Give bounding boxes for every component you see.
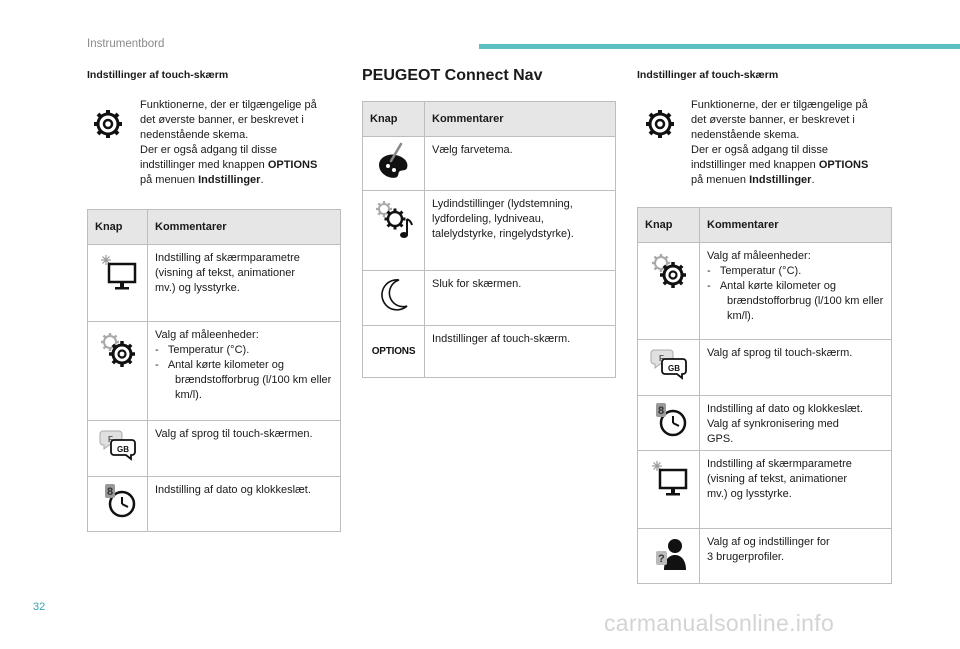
col-header-kommentarer: Kommentarer — [147, 209, 341, 245]
user-profile-icon: ? — [644, 539, 694, 581]
table-row: OPTIONS Indstillinger af touch-skærm. — [362, 325, 616, 378]
row-text: Indstilling af skærmparametre — [707, 458, 852, 470]
clock-icon: 8 — [93, 484, 143, 529]
intro-line: det øverste banner, er beskrevet i — [140, 114, 304, 126]
table-row: Valg af måleenheder: - Temperatur (°C). … — [87, 321, 341, 421]
language-icon: F GB — [93, 430, 143, 474]
table-row: Indstilling af skærmparametre (visning a… — [637, 450, 892, 529]
row-text: Indstilling af dato og klokkeslæt. — [707, 403, 863, 415]
table-row: F GB Valg af sprog til touch-skærm. — [637, 339, 892, 396]
intro-text: på menuen — [140, 174, 199, 186]
watermark: carmanualsonline.info — [604, 610, 835, 636]
intro-line: nedenstående skema. — [691, 129, 800, 141]
svg-text:F: F — [659, 354, 664, 363]
left-table: Knap Kommentarer Indstilling af skærmpar… — [87, 209, 341, 532]
right-table: Knap Kommentarer Valg af mål — [637, 207, 892, 584]
svg-text:F: F — [108, 435, 113, 444]
row-bullet: - Temperatur (°C). — [707, 265, 802, 277]
row-text: talelydstyrke, ringelydstyrke). — [432, 228, 574, 240]
intro-text: . — [811, 174, 815, 186]
screen-brightness-icon — [93, 255, 143, 304]
svg-text:GB: GB — [668, 364, 680, 373]
page-number: 32 — [33, 601, 46, 613]
svg-text:GB: GB — [117, 445, 129, 454]
table-row: Lydindstillinger (lydstemning, lydfordel… — [362, 190, 616, 271]
row-text: Valg af sprog til touch-skærm. — [707, 347, 853, 359]
row-text: Valg af og indstillinger for — [707, 536, 830, 548]
col-header-knap: Knap — [637, 207, 700, 243]
screen-brightness-icon — [644, 461, 694, 510]
clock-icon: 8 — [644, 403, 694, 448]
svg-text:8: 8 — [658, 405, 664, 417]
table-row: Indstilling af skærmparametre (visning a… — [87, 244, 341, 322]
row-text: mv.) og lysstyrke. — [155, 282, 240, 294]
row-text: 3 brugerprofiler. — [707, 551, 785, 563]
options-icon: OPTIONS — [371, 346, 416, 357]
left-heading: Indstillinger af touch-skærm — [87, 69, 229, 81]
row-text: Valg af måleenheder: — [155, 329, 259, 341]
audio-settings-icon — [369, 201, 419, 250]
row-text: Indstillinger af touch-skærm. — [432, 333, 571, 345]
intro-options-word: OPTIONS — [818, 159, 869, 171]
intro-options-word: OPTIONS — [267, 159, 318, 171]
intro-text: indstillinger med knappen — [691, 159, 819, 171]
table-row: Vælg farvetema. — [362, 136, 616, 191]
row-text: (visning af tekst, animationer — [707, 473, 848, 485]
row-text: Valg af synkronisering med — [707, 418, 839, 430]
table-row: 8 Indstilling af dato og klokkeslæt. Val… — [637, 395, 892, 451]
intro-text: på menuen — [691, 174, 750, 186]
intro-line: nedenstående skema. — [140, 129, 249, 141]
row-text: Sluk for skærmen. — [432, 278, 522, 290]
intro-text: indstillinger med knappen — [140, 159, 268, 171]
row-bullet: - Antal kørte kilometer og brændstofforb… — [707, 280, 884, 322]
header-accent-bar — [479, 44, 960, 49]
right-heading: Indstillinger af touch-skærm — [637, 69, 779, 81]
gear-icon — [90, 106, 126, 147]
table-row: Sluk for skærmen. — [362, 270, 616, 326]
gears-icon — [644, 254, 694, 302]
section-title: Instrumentbord — [87, 38, 165, 50]
row-text: mv.) og lysstyrke. — [707, 488, 792, 500]
row-bullet: - Temperatur (°C). — [155, 344, 250, 356]
moon-icon — [369, 279, 419, 323]
gears-icon — [93, 333, 143, 381]
intro-line: Der er også adgang til disse — [691, 144, 828, 156]
left-intro: Funktionerne, der er tilgængelige på det… — [140, 98, 345, 188]
middle-table: Knap Kommentarer Vælg farvetema. — [362, 101, 616, 378]
row-text: (visning af tekst, animationer — [155, 267, 296, 279]
language-icon: F GB — [644, 349, 694, 393]
table-row: F GB Valg af sprog til touch-skærmen. — [87, 420, 341, 477]
table-row: ? Valg af og indstillinger for 3 brugerp… — [637, 528, 892, 584]
row-bullet: - Antal kørte kilometer og brændstofforb… — [155, 359, 332, 401]
row-text: Vælg farvetema. — [432, 144, 513, 156]
intro-line: Funktionerne, der er tilgængelige på — [140, 99, 317, 111]
palette-icon — [369, 142, 419, 188]
intro-line: Der er også adgang til disse — [140, 144, 277, 156]
row-text: Indstilling af dato og klokkeslæt. — [155, 484, 311, 496]
intro-text: . — [260, 174, 264, 186]
intro-settings-word: Indstillinger — [749, 174, 812, 186]
row-text: Valg af måleenheder: — [707, 250, 811, 262]
middle-heading: PEUGEOT Connect Nav — [362, 67, 543, 84]
row-text: Valg af sprog til touch-skærmen. — [155, 428, 313, 440]
col-header-kommentarer: Kommentarer — [424, 101, 616, 137]
row-text: Lydindstillinger (lydstemning, — [432, 198, 573, 210]
col-header-knap: Knap — [362, 101, 425, 137]
intro-line: det øverste banner, er beskrevet i — [691, 114, 855, 126]
col-header-kommentarer: Kommentarer — [699, 207, 892, 243]
row-text: Indstilling af skærmparametre — [155, 252, 300, 264]
table-row: 8 Indstilling af dato og klokkeslæt. — [87, 476, 341, 532]
gear-icon — [642, 106, 678, 147]
intro-settings-word: Indstillinger — [198, 174, 261, 186]
row-text: lydfordeling, lydniveau, — [432, 213, 544, 225]
row-text: GPS. — [707, 433, 734, 445]
intro-line: Funktionerne, der er tilgængelige på — [691, 99, 868, 111]
svg-text:?: ? — [658, 553, 665, 565]
col-header-knap: Knap — [87, 209, 148, 245]
right-intro: Funktionerne, der er tilgængelige på det… — [691, 98, 896, 188]
svg-text:8: 8 — [107, 486, 113, 498]
table-row: Valg af måleenheder: - Temperatur (°C). … — [637, 242, 892, 340]
